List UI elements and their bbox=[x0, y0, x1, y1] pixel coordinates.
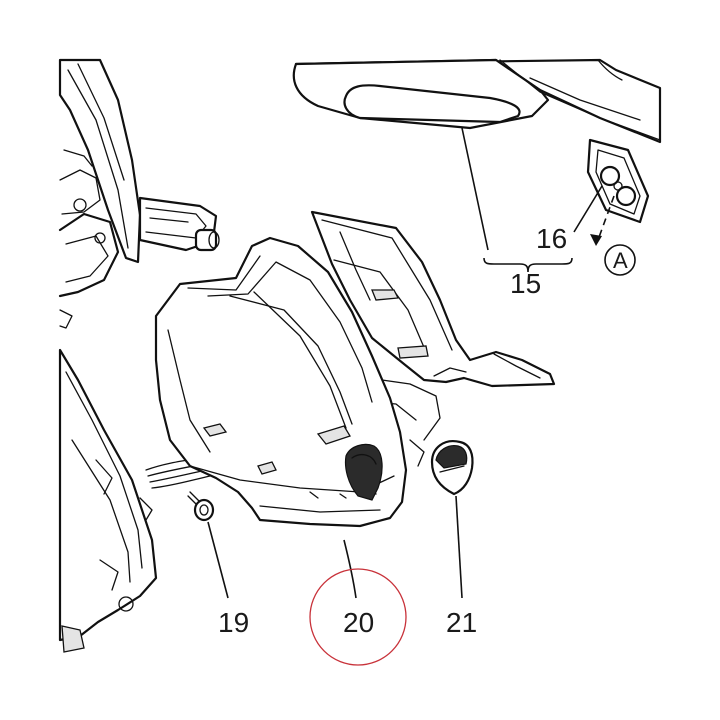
reference-circle bbox=[604, 244, 636, 276]
callout-16: 16 bbox=[536, 223, 567, 254]
callout-19: 19 bbox=[218, 607, 249, 638]
front-fairing-part-20 bbox=[154, 236, 408, 528]
badge-part-21 bbox=[430, 440, 474, 496]
leader-20 bbox=[343, 539, 357, 599]
left-side-panel bbox=[58, 348, 158, 653]
screw-part-19 bbox=[187, 491, 215, 522]
highlight-circle bbox=[309, 568, 407, 666]
callout-20: 20 bbox=[343, 607, 374, 638]
reference-arrow bbox=[590, 195, 615, 246]
mounting-plate-part-16 bbox=[586, 138, 650, 224]
left-frame-structure bbox=[58, 58, 142, 329]
tail-cowl-part-15 bbox=[292, 58, 662, 144]
right-side-panel bbox=[310, 210, 556, 388]
reference-letter: A bbox=[613, 248, 628, 273]
leader-21 bbox=[455, 495, 463, 599]
leader-16 bbox=[573, 185, 603, 233]
bracket-arm bbox=[138, 196, 220, 252]
bracket-15 bbox=[461, 127, 573, 273]
callout-21: 21 bbox=[446, 607, 477, 638]
leader-19 bbox=[207, 521, 229, 599]
callout-15: 15 bbox=[510, 268, 541, 299]
